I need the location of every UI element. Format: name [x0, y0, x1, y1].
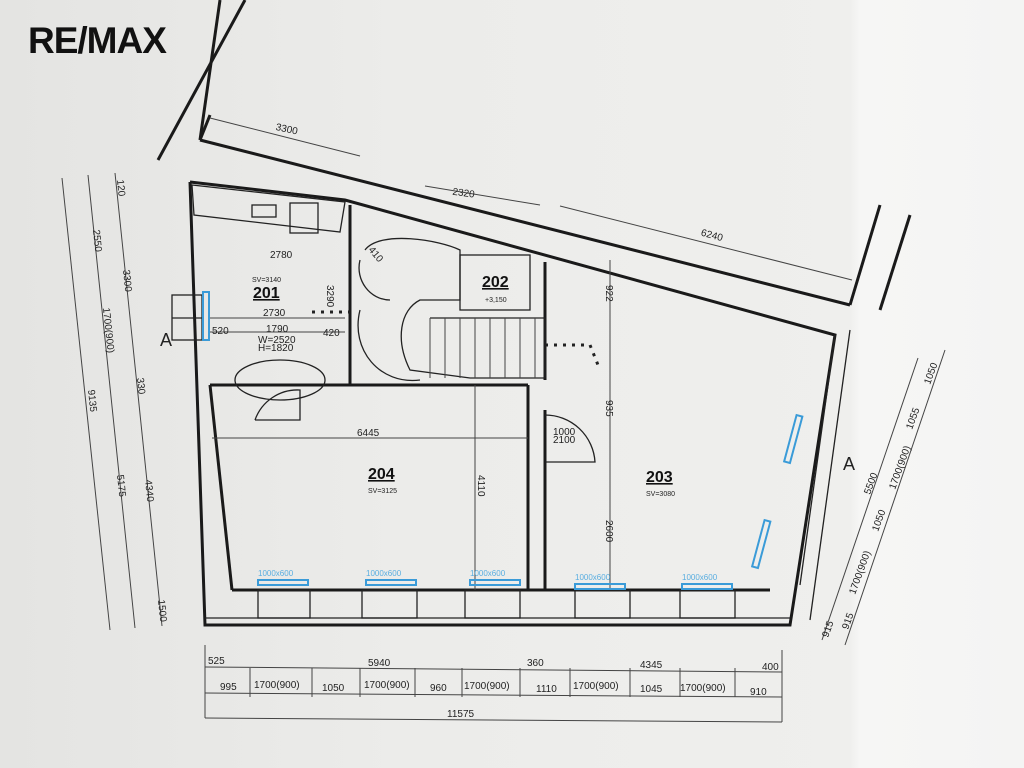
- stair-treads: [429, 318, 536, 378]
- dimension-label: 4110: [475, 475, 486, 497]
- dimension-label: 1055: [904, 406, 922, 431]
- dimension-label: 1500: [155, 599, 168, 623]
- room-201-number: 201: [253, 285, 280, 302]
- dimension-label: 3300: [275, 122, 299, 137]
- dimension-label: 995: [220, 682, 237, 693]
- dimension-label: 9135: [85, 389, 98, 413]
- dimension-label: 915: [840, 611, 856, 631]
- window-label: 1000x600: [470, 569, 506, 578]
- dimension-label: 1700(900): [573, 681, 619, 692]
- dimension-label: 1700(900): [100, 307, 116, 353]
- dimension-label: 400: [762, 662, 779, 673]
- dimension-label: 2730: [263, 308, 286, 319]
- dimension-label: 960: [430, 683, 447, 694]
- dimension-label: W=2520: [258, 335, 296, 346]
- dimension-label: 3290: [324, 285, 335, 308]
- site-boundary: [156, 0, 912, 311]
- dimension-label: 5500: [862, 471, 880, 496]
- dimension-label: 1700(900): [464, 681, 510, 692]
- dimension-label: 520: [212, 326, 229, 337]
- dimension-label: 1700(900): [254, 680, 300, 691]
- dimension-label: 1050: [322, 683, 345, 694]
- walls: [171, 114, 851, 627]
- dimension-label: 5940: [368, 658, 391, 669]
- section-marker-right: A: [843, 454, 855, 474]
- kitchen-counter: [191, 184, 346, 234]
- dimension-label: 6240: [700, 228, 725, 244]
- room-202-level: +3,150: [485, 297, 507, 304]
- spiral-staircase: [357, 237, 546, 382]
- right-dimensions: 1050 1055 1700(900) 5500 1050 1700(900) …: [820, 349, 946, 646]
- dimension-label: 1700(900): [887, 444, 913, 491]
- remax-logo: RE/MAX: [28, 20, 167, 61]
- window-label: 1000x600: [575, 573, 611, 582]
- room-204-number: 204: [368, 466, 395, 483]
- top-dimensions: 3300 2320 6240: [209, 117, 853, 281]
- dimension-label: 3300: [120, 269, 133, 293]
- dimension-label: 2780: [270, 250, 293, 261]
- dimension-label: 1050: [870, 508, 888, 533]
- dimension-label: 1110: [536, 684, 557, 695]
- room-201-sv: SV=3140: [252, 277, 281, 284]
- dimension-label: 330: [134, 377, 147, 395]
- room-203-number: 203: [646, 469, 673, 486]
- dotted-lines: [312, 310, 602, 371]
- dimension-label: 915: [820, 619, 836, 639]
- window-label: 1000x600: [366, 569, 402, 578]
- dimension-label: 525: [208, 656, 225, 667]
- room-204-sv: SV=3125: [368, 488, 397, 495]
- dimension-label: 2320: [452, 187, 476, 201]
- dimension-label: 4340: [142, 479, 155, 503]
- dimension-label: 2600: [603, 520, 614, 543]
- dimension-label: 935: [603, 400, 614, 417]
- bottom-window-bays: [257, 589, 736, 619]
- room-202-number: 202: [482, 274, 509, 291]
- room-203-sv: SV=3080: [646, 491, 675, 498]
- dimension-label: 1000: [553, 427, 576, 438]
- dimension-label: 1050: [922, 361, 940, 386]
- window-label: 1000x600: [682, 573, 718, 582]
- section-marker-left: A: [160, 330, 172, 350]
- window-labels: 1000x600 1000x600 1000x600 1000x600 1000…: [258, 569, 718, 582]
- dimension-label: 360: [527, 658, 544, 669]
- dimension-label: 1790: [266, 324, 289, 335]
- interior-dimension-lines: [210, 260, 611, 590]
- dimension-label: 410: [366, 245, 385, 265]
- dimension-label: 5175: [114, 474, 127, 498]
- dimension-label: 4345: [640, 660, 663, 671]
- dimension-label: 1700(900): [364, 680, 410, 691]
- room-201-dimensions: 2780 2730 1790 520 420 W=2520 H=1820 329…: [212, 245, 385, 354]
- dimension-label: 910: [750, 687, 767, 698]
- left-dimensions: 120 2550 3300 1700(900) 330 9135 5175 43…: [61, 172, 168, 631]
- dimension-label: H=1820: [258, 343, 294, 354]
- windows: [202, 291, 804, 590]
- room-204-203-dimensions: 6445 4110 1000 2100 2600 922 935: [357, 285, 614, 543]
- dimension-label: 2550: [90, 229, 103, 253]
- doors: [234, 359, 596, 463]
- dimension-label: 11575: [447, 709, 475, 720]
- window-label: 1000x600: [258, 569, 294, 578]
- dimension-label: 120: [114, 179, 127, 197]
- bottom-dimensions: 525 5940 360 4345 400 995 1700(900) 1050…: [204, 645, 783, 723]
- dimension-label: 6445: [357, 428, 380, 439]
- dimension-label: 2100: [553, 435, 576, 446]
- dimension-label: 1045: [640, 684, 663, 695]
- dimension-label: 922: [603, 285, 614, 302]
- dimension-label: 1700(900): [680, 683, 726, 694]
- dimension-label: 420: [323, 328, 340, 339]
